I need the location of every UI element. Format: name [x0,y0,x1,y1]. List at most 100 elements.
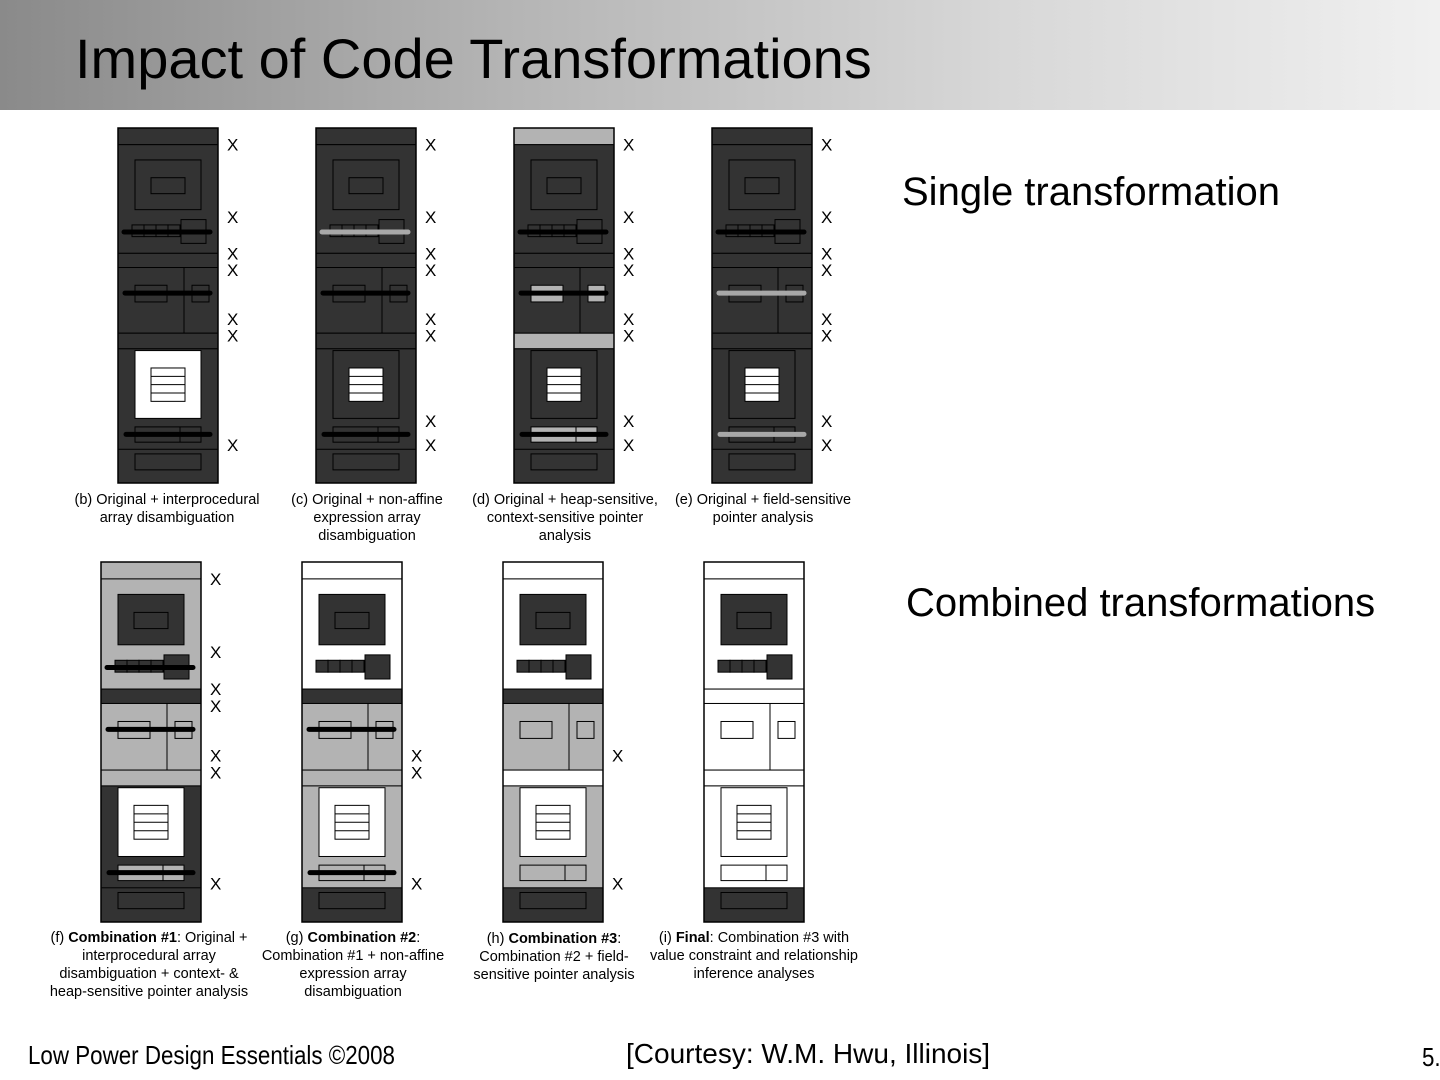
field-box [720,720,754,739]
panel-frame [301,561,403,923]
panel-frame [117,127,219,484]
struct-field [133,611,169,630]
record-box [720,891,788,910]
x-marker: X [821,261,832,280]
x-marker: X [210,747,221,766]
x-marker: X [425,436,436,455]
array-cell [339,659,353,673]
memory-band [513,252,615,269]
x-marker: X [623,327,634,346]
x-marker: X [411,874,422,893]
array-cell [528,659,542,673]
x-marker: X [821,436,832,455]
footer-copyright: Low Power Design Essentials ©2008 [28,1040,395,1070]
x-marker: X [623,261,634,280]
caption-prefix: (b) [74,492,97,508]
panel-frame [703,561,805,923]
title-bar [0,0,1440,110]
x-marker: X [425,136,436,155]
memory-band [117,127,219,146]
struct-field [744,177,780,195]
x-marker: X [227,261,238,280]
x-marker: X [227,327,238,346]
x-marker: X [210,764,221,783]
caption-prefix: (c) [291,492,313,508]
x-marker: X [411,764,422,783]
x-marker: X [425,208,436,227]
x-marker: X [623,310,634,329]
x-marker: X [821,244,832,263]
struct-box [117,593,185,646]
field-box [576,720,595,739]
struct-field [535,611,571,630]
panel-frame [100,561,202,923]
x-marker: X [210,874,221,893]
pair-box [720,864,788,882]
panel-g: XXX [301,561,422,923]
panel-h: XX [502,561,623,923]
caption-text: Original + heap-sensitive, context-sensi… [486,492,658,544]
caption-bold: Final [675,930,710,946]
x-marker: X [210,643,221,662]
memory-band [711,332,813,350]
caption-b: (b) Original + interprocedural array dis… [68,491,266,527]
caption-f: (f) Combination #1: Original + interproc… [40,929,258,1001]
x-marker: X [821,310,832,329]
x-marker: X [623,412,634,431]
array-cell [729,659,743,673]
x-marker: X [210,697,221,716]
record-box [117,891,185,910]
caption-prefix: (i) [658,930,676,946]
pair-box [519,864,587,882]
panel-frame [513,127,615,484]
memory-band [703,561,805,580]
memory-band [301,561,403,580]
caption-bold: Combination #3 [508,931,618,947]
field-box [519,720,553,739]
caption-prefix: (g) [285,930,308,946]
record-box [728,453,796,471]
caption-d: (d) Original + heap-sensitive, context-s… [468,491,662,545]
caption-text: Original + non-affine expression array d… [312,492,443,544]
x-marker: X [612,747,623,766]
memory-band [315,252,417,269]
caption-c: (c) Original + non-affine expression arr… [274,491,460,545]
caption-prefix: (h) [486,931,509,947]
struct-field [150,177,186,195]
footer-courtesy: [Courtesy: W.M. Hwu, Illinois] [626,1038,991,1069]
struct-field [736,611,772,630]
array-cell [315,659,329,673]
x-marker: X [623,136,634,155]
array-cell [540,659,554,673]
x-marker: X [425,310,436,329]
struct-field [348,177,384,195]
x-marker: X [210,570,221,589]
x-marker: X [425,412,436,431]
array-cell [351,659,365,673]
record-box [519,891,587,910]
memory-band [502,769,604,787]
x-marker: X [227,244,238,263]
x-marker: X [210,680,221,699]
x-marker: X [821,136,832,155]
x-marker: X [623,436,634,455]
array-cell [741,659,755,673]
x-marker: X [227,136,238,155]
array-cell [516,659,530,673]
record-box [134,453,202,471]
memory-band [513,332,615,350]
caption-text: : Combination #2 + field-sensitive point… [473,931,635,983]
struct-box [134,159,202,211]
array-cell [552,659,566,673]
x-marker: X [411,747,422,766]
x-marker: X [612,874,623,893]
section-label-single: Single transformation [902,170,1280,214]
array-cell [753,659,767,673]
memory-band [513,127,615,146]
